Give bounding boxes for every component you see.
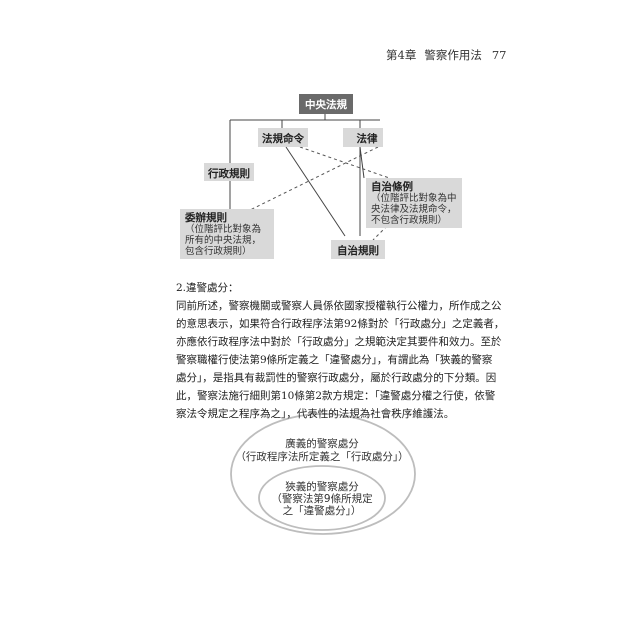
node-autonomy-ordinance-note-1: （位階評比對象為中 (371, 192, 457, 204)
node-autonomy-ordinance-label: 自治條例 (371, 180, 413, 193)
venn-outer-title: 廣義的警察處分 (285, 437, 359, 450)
node-admin-rule-label: 行政規則 (207, 167, 250, 180)
venn-inner-note-1: （警察法第9條所規定 (271, 492, 373, 505)
paragraph-line: 察法令規定之程序為之」，代表性的法規為社會秩序維護法。 (176, 408, 455, 420)
section-body: 2.違警處分： 同前所述，警察機關或警察人員係依國家授權執行公權力，所作成之公 … (176, 279, 516, 423)
venn-outer-note: （行政程序法所定義之「行政處分」） (235, 450, 408, 463)
paragraph-line: 的意思表示，如果符合行政程序法第92條對於「行政處分」之定義者， (176, 318, 505, 330)
node-autonomy-rule-label: 自治規則 (337, 244, 379, 257)
section-paragraph: 同前所述，警察機關或警察人員係依國家授權執行公權力，所作成之公 的意思表示，如果… (176, 297, 516, 423)
node-law (343, 128, 383, 147)
paragraph-line: 警察職權行使法第9條所定義之「違警處分」，有謂此為「狹義的警察 (176, 354, 493, 366)
paragraph-line: 同前所述，警察機關或警察人員係依國家授權執行公權力，所作成之公 (176, 300, 502, 312)
node-autonomy-ordinance (366, 178, 462, 228)
venn-inner-note-2: 之「違警處分」） (283, 504, 362, 517)
node-delegated-rule-note-3: 包含行政規則） (185, 245, 252, 257)
venn-outer-ellipse (230, 413, 416, 535)
node-central-label: 中央法規 (305, 98, 347, 111)
paragraph-line: 處分」，是指具有裁罰性的警察行政處分，屬於行政處分的下分類。因 (176, 372, 497, 384)
node-delegated-rule-note-1: （位階評比對象為 (185, 223, 261, 235)
node-central-regulations (299, 94, 353, 114)
page-number: 77 (491, 48, 507, 62)
node-delegated-rule (180, 209, 274, 259)
diagram-dashed-connectors (245, 146, 396, 241)
section-heading: 2.違警處分： (176, 282, 239, 294)
node-regulation-order-label: 法規命令 (262, 132, 304, 145)
running-header: 第4章警察作用法 77 (386, 47, 516, 63)
chapter-title: 警察作用法 (424, 48, 482, 62)
node-delegated-rule-note-2: 所有的中央法規， (185, 234, 261, 246)
paragraph-line: 此，警察法施行細則第10條第2款方規定：「違警處分權之行使，依警 (176, 390, 496, 402)
node-admin-rule (204, 163, 254, 181)
node-autonomy-ordinance-note-2: 央法律及法規命令， (371, 203, 457, 215)
diagram-connectors (229, 114, 380, 237)
venn-inner-ellipse (258, 465, 386, 531)
venn-inner-title: 狹義的警察處分 (285, 480, 359, 493)
node-delegated-rule-label: 委辦規則 (184, 211, 227, 224)
node-autonomy-rule (331, 240, 385, 259)
node-law-label: 法律 (357, 132, 378, 145)
chapter-label: 第4章 (386, 48, 417, 62)
paragraph-line: 亦應依行政程序法中對於「行政處分」之規範決定其要件和效力。至於 (176, 336, 502, 348)
node-autonomy-ordinance-note-3: 不包含行政規則） (371, 214, 447, 226)
node-regulation-order (258, 128, 308, 147)
